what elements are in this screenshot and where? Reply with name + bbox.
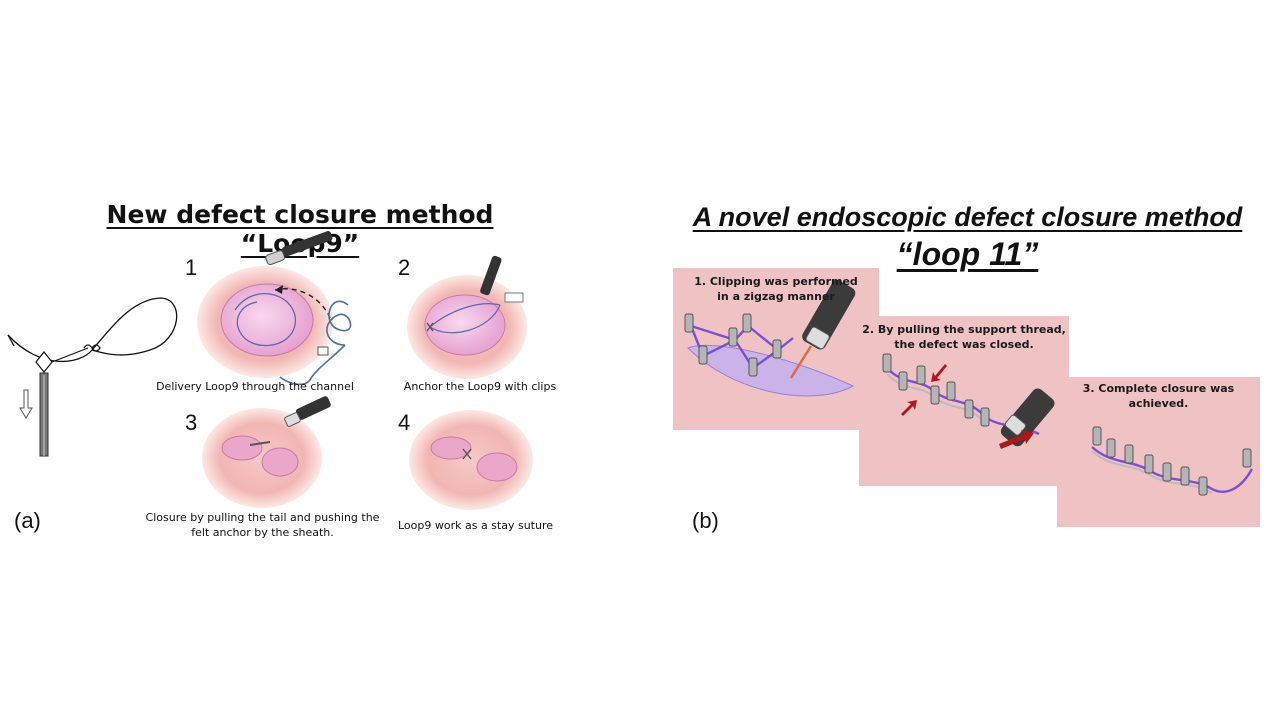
panel-b-label: (b) <box>692 508 719 533</box>
step-3-number: 3 <box>185 410 198 435</box>
loop9-device-illustration <box>7 297 178 457</box>
step-b2-caption-line1: 2. By pulling the support thread, <box>862 323 1066 336</box>
step-2-caption: Anchor the Loop9 with clips <box>403 380 557 393</box>
step-b3-caption-line1: 3. Complete closure was <box>1082 382 1235 395</box>
step-b2-caption-line2: the defect was closed. <box>894 338 1034 351</box>
step-1-illustration <box>197 231 333 378</box>
step-b1-caption-line1: 1. Clipping was performed <box>694 275 858 288</box>
step-1-number: 1 <box>185 255 198 280</box>
step-b3-caption-line2: achieved. <box>1128 397 1189 410</box>
step-3-illustration <box>202 396 331 508</box>
step-b3-panel <box>1057 377 1260 527</box>
step-3-caption: Closure by pulling the tail and pushing … <box>145 511 380 539</box>
step-b1-caption-line2: in a zigzag manner <box>717 290 835 303</box>
step-b2-illustration <box>882 353 1055 449</box>
step-2-number: 2 <box>398 255 411 280</box>
step-4-number: 4 <box>398 410 411 435</box>
panel-a-label: (a) <box>14 508 41 533</box>
step-2-illustration <box>407 255 527 379</box>
panel-b-subtitle: “loop 11” <box>896 236 1039 272</box>
loop9-thread-coil <box>279 300 352 386</box>
step-b1-illustration <box>684 280 856 397</box>
panel-b-title: A novel endoscopic defect closure method <box>692 202 1243 232</box>
step-4-illustration <box>409 410 533 510</box>
step-b3-illustration <box>1091 426 1254 496</box>
step-4-caption: Loop9 work as a stay suture <box>397 519 554 532</box>
step-1-caption: Delivery Loop9 through the channel <box>156 380 354 393</box>
